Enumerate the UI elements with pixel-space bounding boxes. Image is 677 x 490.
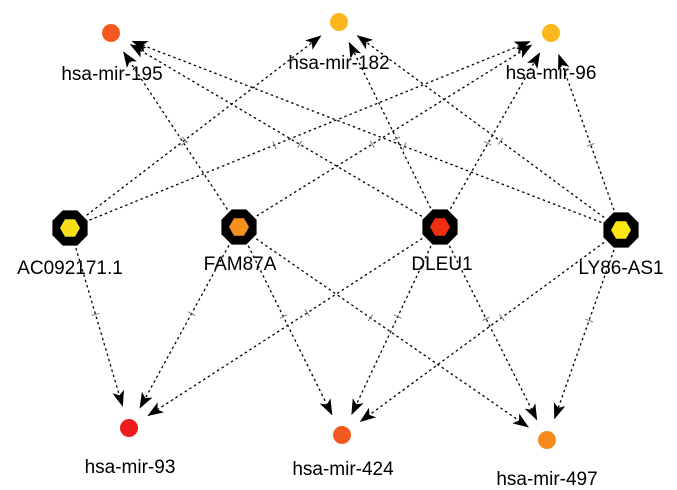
node-label-ac092171: AC092171.1 xyxy=(17,258,123,279)
edge-tick xyxy=(586,143,595,147)
node-label-dleu1: DLEU1 xyxy=(411,254,472,275)
edge-dleu1-mir424 xyxy=(351,245,432,416)
edge-tick xyxy=(297,140,303,148)
edge-fam87a-mir424 xyxy=(247,245,333,416)
edge-tick xyxy=(272,141,277,150)
edge-tick xyxy=(497,137,504,145)
node-label-mir96: hsa-mir-96 xyxy=(506,63,597,84)
mirna-node-mir182[interactable] xyxy=(330,13,348,31)
edge-tick xyxy=(402,142,407,151)
mirna-node-mir195[interactable] xyxy=(102,24,120,42)
edge-tick xyxy=(304,309,310,317)
mirna-node-mir93[interactable] xyxy=(120,419,138,437)
lncrna-node-fill xyxy=(60,219,80,237)
lncrna-node-fill xyxy=(430,218,450,236)
edges-layer xyxy=(75,35,615,428)
edge-tick xyxy=(279,314,288,319)
edge-tick xyxy=(482,316,490,321)
mirna-node-mir424[interactable] xyxy=(333,426,351,444)
node-label-mir497: hsa-mir-497 xyxy=(496,469,597,490)
node-label-mir93: hsa-mir-93 xyxy=(85,457,176,478)
edge-tick xyxy=(367,314,374,322)
edge-ac092171-mir182 xyxy=(86,35,322,216)
edge-tick xyxy=(180,140,188,147)
labels-layer: hsa-mir-195 hsa-mir-182 hsa-mir-96AC092171… xyxy=(17,53,663,490)
node-label-ly86as1: LY86-AS1 xyxy=(578,258,663,279)
edge-fam87a-mir497 xyxy=(255,238,529,428)
edge-fam87a-mir93 xyxy=(139,245,230,409)
edge-tick xyxy=(187,311,196,317)
edge-tick xyxy=(392,136,401,141)
edge-tick xyxy=(91,312,100,316)
edge-tick xyxy=(369,140,375,148)
edge-ly86as1-mir182 xyxy=(356,35,605,219)
edge-tick xyxy=(393,314,402,319)
node-label-mir182: hsa-mir-182 xyxy=(288,53,389,74)
edge-ly86as1-mir497 xyxy=(553,249,615,420)
lncrna-node-fill xyxy=(229,218,249,236)
node-label-mir195: hsa-mir-195 xyxy=(61,64,162,85)
edge-fam87a-mir96 xyxy=(256,44,533,217)
edge-dleu1-mir96 xyxy=(449,52,541,210)
edge-tick xyxy=(585,318,594,323)
edge-tick xyxy=(498,314,505,322)
node-label-mir424: hsa-mir-424 xyxy=(292,459,394,480)
edge-ly86as1-mir96 xyxy=(558,53,615,211)
mirna-node-mir96[interactable] xyxy=(542,24,560,42)
nodes-layer xyxy=(52,13,639,449)
edge-dleu1-mir497 xyxy=(448,245,538,421)
edge-dleu1-mir93 xyxy=(147,237,423,417)
node-label-fam87a: FAM87A xyxy=(204,254,277,275)
lncrna-node-fill xyxy=(611,221,631,239)
edge-dleu1-mir195 xyxy=(129,44,423,217)
edge-tick xyxy=(484,140,492,146)
edge-ly86as1-mir195 xyxy=(131,40,602,224)
edge-fam87a-mir195 xyxy=(123,51,228,210)
edge-ac092171-mir96 xyxy=(89,40,531,221)
mirna-node-mir497[interactable] xyxy=(538,431,556,449)
edge-ly86as1-mir424 xyxy=(359,241,605,422)
